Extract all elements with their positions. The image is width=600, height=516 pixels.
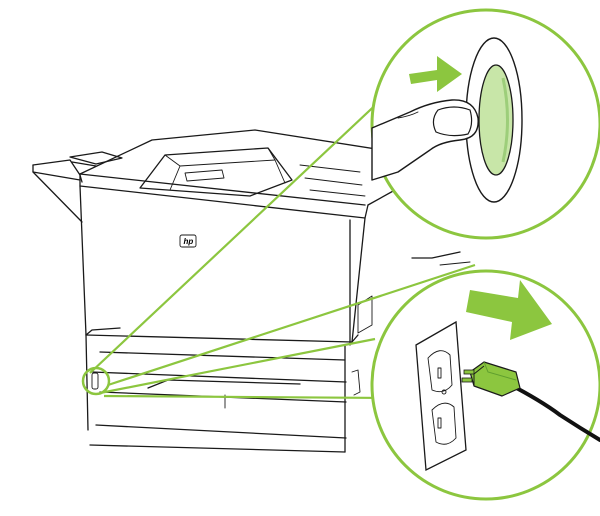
power-button-icon [465, 37, 523, 203]
power-cord-icon [461, 361, 600, 442]
power-button-callout [370, 8, 600, 240]
printer-front: hp [79, 185, 366, 343]
wall-outlet-icon [415, 320, 467, 472]
arrow-right-icon [466, 280, 552, 340]
hp-logo: hp [179, 234, 197, 248]
finger-icon [371, 99, 479, 181]
printer-top [79, 129, 396, 219]
paper-trays [85, 327, 347, 453]
callout-lines [89, 81, 476, 400]
printer-illustration: hp [32, 129, 471, 453]
arrow-right-icon [409, 56, 462, 92]
output-tray [32, 151, 123, 223]
hp-logo-text: hp [184, 237, 194, 246]
unplug-cord-callout [370, 269, 600, 501]
